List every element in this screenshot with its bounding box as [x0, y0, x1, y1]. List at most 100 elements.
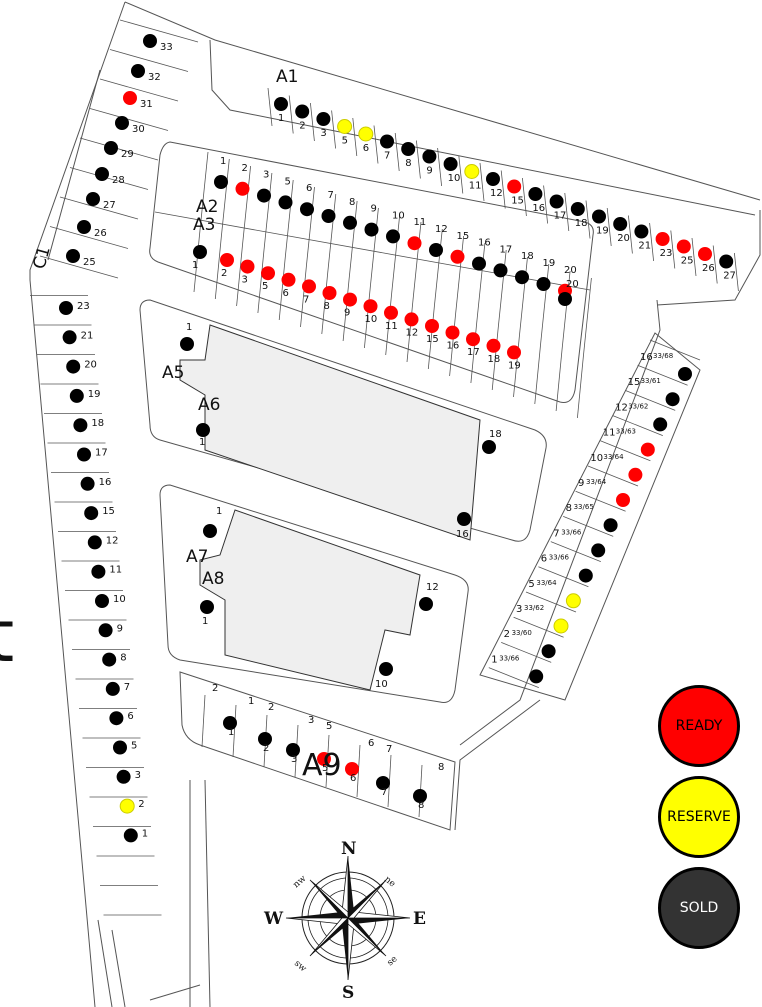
- plot-c1-3[interactable]: 3: [116, 769, 141, 784]
- plot-a2-8[interactable]: 8: [343, 197, 357, 230]
- plot-c1-10[interactable]: 10: [95, 594, 126, 608]
- plot-c1-18[interactable]: 18: [73, 418, 104, 433]
- plot-c1-27[interactable]: 27: [86, 192, 116, 211]
- plot-c1-1[interactable]: 1: [123, 828, 148, 843]
- plot-a3-20[interactable]: 20: [558, 279, 579, 306]
- plot-a2-16[interactable]: 16: [472, 238, 491, 271]
- plot-a8-12[interactable]: 12: [419, 582, 439, 611]
- plot-a1-7[interactable]: 7: [380, 134, 394, 162]
- plot-c1-9[interactable]: 9: [98, 623, 123, 638]
- plot-a6-16[interactable]: 16: [456, 512, 471, 540]
- plot-a9-7[interactable]: 7: [376, 776, 390, 798]
- plot-a1-11[interactable]: 11: [464, 164, 482, 192]
- plot-c1-12[interactable]: 12: [87, 535, 119, 550]
- plot-c1-33[interactable]: 33: [143, 34, 173, 53]
- plot-a3-1[interactable]: 1: [192, 245, 207, 271]
- plot-a1-5[interactable]: 5: [337, 119, 353, 147]
- plot-a2-1[interactable]: 1: [214, 156, 228, 189]
- plot-a2-12[interactable]: 12: [429, 224, 448, 257]
- plot-c1-23[interactable]: 23: [59, 301, 90, 315]
- plot-a3-10[interactable]: 10: [363, 299, 378, 325]
- plot-a1-19[interactable]: 19: [592, 209, 609, 237]
- plot-c1-7[interactable]: 7: [105, 681, 130, 696]
- plot-a1-23[interactable]: 23: [655, 232, 673, 259]
- plot-a2-6[interactable]: 6: [300, 183, 314, 217]
- plot-c1-21[interactable]: 21: [62, 330, 94, 345]
- plot-a9-1[interactable]: 1: [223, 716, 237, 738]
- plot-a3-8[interactable]: 8: [322, 286, 337, 312]
- plot-a3-3[interactable]: 3: [240, 259, 255, 286]
- plot-c1-16[interactable]: 16: [80, 476, 112, 491]
- plot-a9-2[interactable]: 2: [258, 732, 272, 754]
- plot-a5-1[interactable]: 1: [180, 322, 194, 351]
- plot-a9-3[interactable]: 3: [286, 743, 300, 765]
- plot-a3-7[interactable]: 7: [302, 279, 316, 305]
- plot-c1-29[interactable]: 29: [104, 141, 134, 160]
- plot-a1-6[interactable]: 6: [358, 126, 374, 154]
- plot-a6-18[interactable]: 18: [482, 429, 502, 454]
- plot-a2-11[interactable]: 11: [407, 217, 427, 251]
- plot-a3-17[interactable]: 17: [466, 332, 480, 358]
- plot-a1-2[interactable]: 2: [295, 104, 310, 132]
- plot-a2-19[interactable]: 19: [536, 258, 556, 291]
- plot-c1-6[interactable]: 6: [109, 711, 134, 726]
- plot-a1-15[interactable]: 15: [507, 179, 524, 207]
- plot-a1-8[interactable]: 8: [401, 142, 416, 169]
- plot-c1-8[interactable]: 8: [102, 652, 127, 667]
- plot-a2-7[interactable]: 7: [321, 190, 336, 223]
- plot-a1-17[interactable]: 17: [549, 194, 567, 222]
- plot-a9-6[interactable]: 6: [345, 762, 359, 784]
- plot-a7-1[interactable]: 1: [203, 506, 222, 538]
- plot-a2-18[interactable]: 18: [515, 251, 534, 285]
- plot-c1-11[interactable]: 11: [91, 564, 122, 579]
- plot-a3-6[interactable]: 6: [281, 272, 296, 299]
- plot-a2-17[interactable]: 17: [493, 244, 513, 278]
- plot-a1-1[interactable]: 1: [274, 97, 288, 124]
- plot-a1-12[interactable]: 12: [486, 172, 503, 199]
- plot-a2-5[interactable]: 5: [278, 176, 293, 210]
- plot-a3-16[interactable]: 16: [445, 325, 460, 352]
- plot-a1-27[interactable]: 27: [719, 254, 736, 282]
- plot-a1-20[interactable]: 20: [613, 217, 630, 244]
- plot-a3-5[interactable]: 5: [261, 266, 275, 292]
- plot-a3-15[interactable]: 15: [425, 319, 439, 345]
- plot-a2-9[interactable]: 9: [364, 204, 379, 237]
- plot-a1-9[interactable]: 9: [422, 149, 437, 177]
- plot-a3-19[interactable]: 19: [507, 345, 521, 371]
- plot-a1-3[interactable]: 3: [316, 112, 331, 139]
- plot-a1-18[interactable]: 18: [570, 202, 588, 229]
- plot-a3-2[interactable]: 2: [220, 253, 234, 279]
- plot-a9-8[interactable]: 8: [413, 789, 427, 811]
- plot-a2-10[interactable]: 10: [386, 210, 405, 244]
- plot-c1-28[interactable]: 28: [95, 167, 125, 186]
- plot-c1-5[interactable]: 5: [113, 740, 137, 755]
- plot-a3-11[interactable]: 11: [384, 305, 398, 332]
- plot-a2-15[interactable]: 15: [450, 231, 470, 264]
- plot-c1-2[interactable]: 2: [119, 798, 145, 814]
- plot-a1-10[interactable]: 10: [443, 157, 461, 184]
- plot-c1-31[interactable]: 31: [123, 91, 153, 110]
- plot-a1-16[interactable]: 16: [528, 187, 545, 214]
- plot-a8-1[interactable]: 1: [200, 600, 214, 627]
- plot-c1-19[interactable]: 19: [69, 388, 101, 403]
- plot-c1-17[interactable]: 17: [77, 447, 108, 462]
- plot-c1-25[interactable]: 25: [66, 249, 96, 268]
- plot-c1-26[interactable]: 26: [77, 220, 107, 239]
- plot-a9-5[interactable]: 5: [317, 752, 331, 774]
- plot-a2-3[interactable]: 3: [257, 170, 271, 203]
- plot-a3-9[interactable]: 9: [343, 292, 357, 319]
- plot-c1-15[interactable]: 15: [84, 506, 115, 521]
- plot-a1-26[interactable]: 26: [698, 247, 715, 274]
- plot-a3-18[interactable]: 18: [486, 338, 501, 365]
- plot-c1-30[interactable]: 30: [115, 116, 145, 135]
